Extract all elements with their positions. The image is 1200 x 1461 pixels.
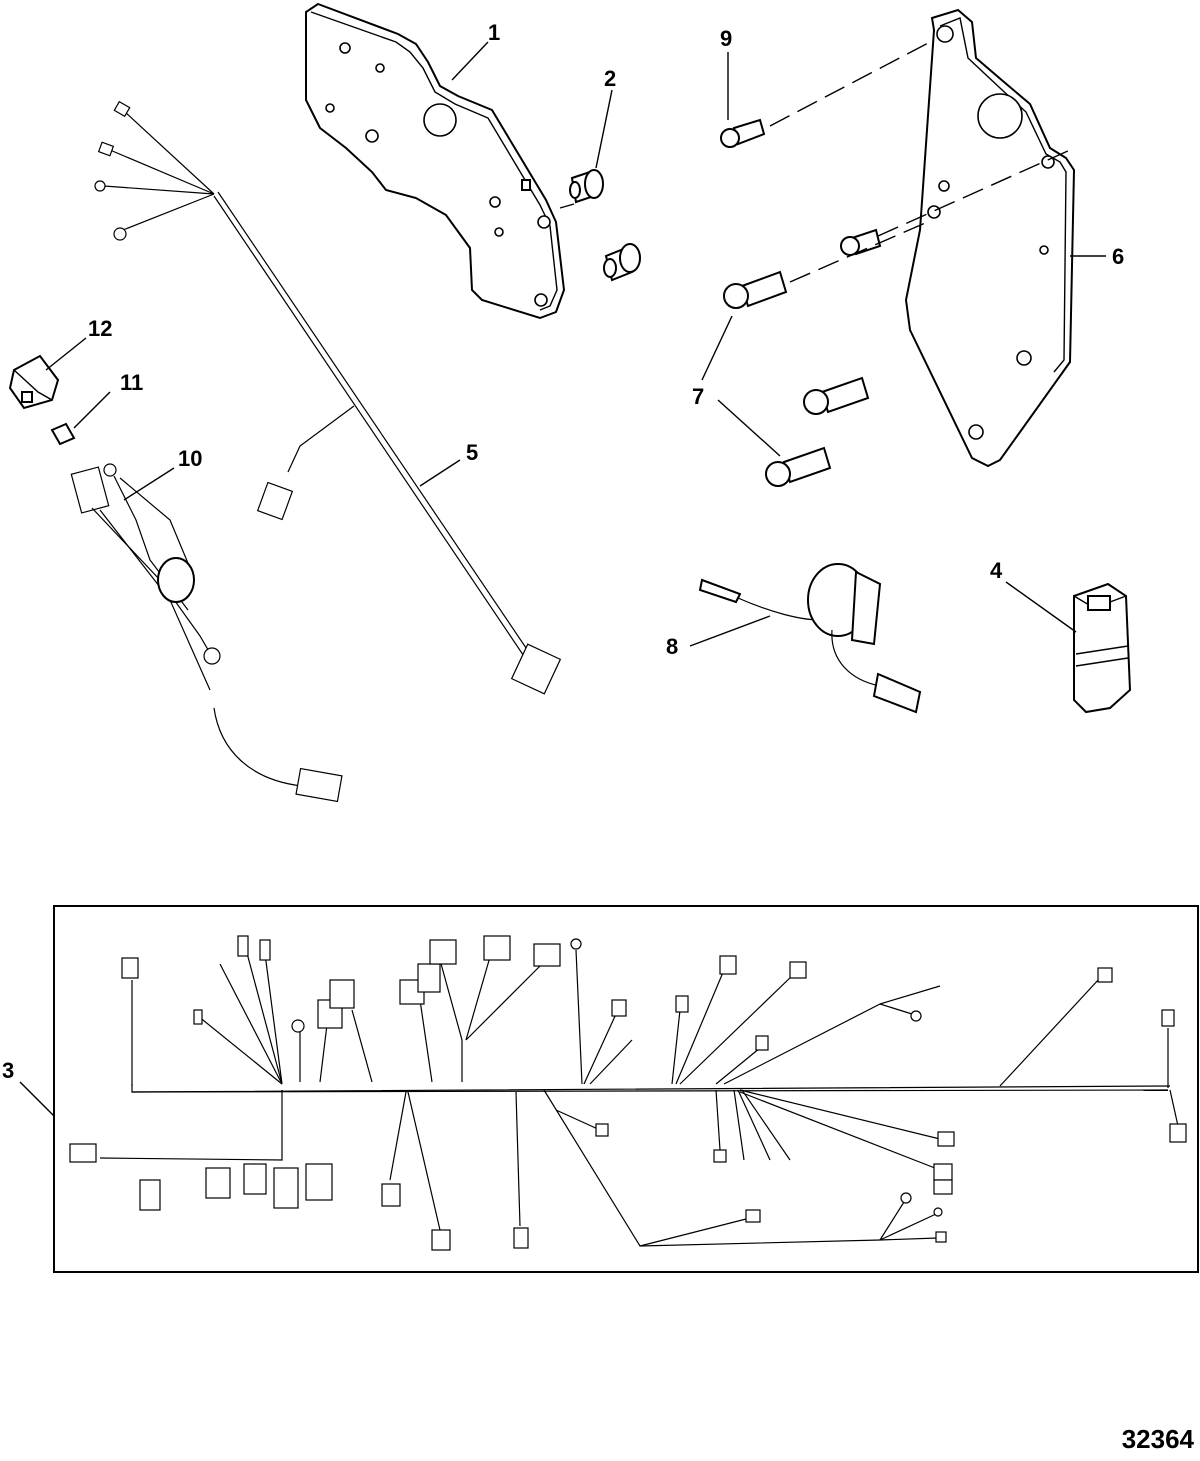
callout-8: 8 xyxy=(666,634,678,659)
callout-4: 4 xyxy=(990,558,1003,583)
callout-leaders xyxy=(19,41,1106,1117)
part-4-connector xyxy=(1073,582,1132,714)
part-8-sensor xyxy=(698,563,922,714)
callout-12: 12 xyxy=(88,316,112,341)
callout-1: 1 xyxy=(488,20,500,45)
part-1-mounting-plate xyxy=(305,2,575,320)
part-11-fuse xyxy=(50,422,76,446)
callout-2: 2 xyxy=(604,66,616,91)
part-9-bolt xyxy=(720,41,931,148)
callout-6: 6 xyxy=(1112,244,1124,269)
callout-labels: 1 2 3 4 5 6 7 8 9 10 11 12 xyxy=(2,20,1124,1083)
callout-10: 10 xyxy=(178,446,202,471)
callout-3: 3 xyxy=(2,1058,14,1083)
callout-7: 7 xyxy=(692,384,704,409)
part-10-harness xyxy=(70,463,343,803)
part-2-studs xyxy=(569,169,641,282)
callout-11: 11 xyxy=(120,370,143,395)
callout-5: 5 xyxy=(466,440,478,465)
part-5-harness xyxy=(94,100,562,695)
part-3-engine-harness xyxy=(53,905,1199,1273)
part-12-relay xyxy=(8,354,60,410)
part-7-bolts xyxy=(723,149,1071,487)
part-6-mounting-plate xyxy=(904,8,1076,468)
callout-9: 9 xyxy=(720,26,732,51)
figure-number: 32364 xyxy=(1122,1424,1195,1454)
